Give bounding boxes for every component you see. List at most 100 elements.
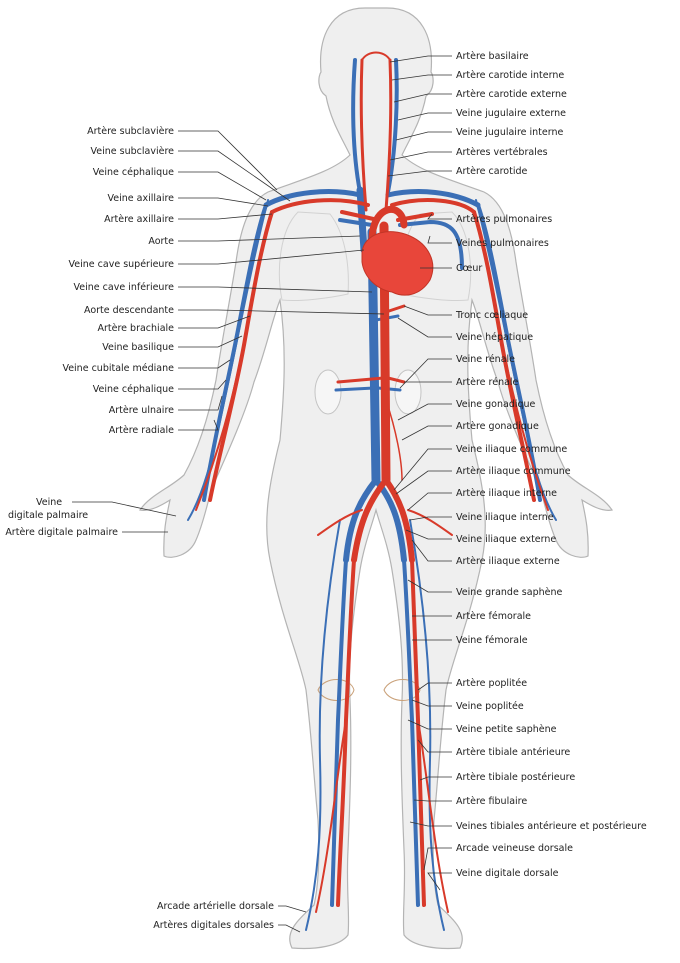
- right-leader-26: [411, 699, 452, 707]
- vena-cava-superior: [356, 186, 368, 254]
- right-label-23: Artère fémorale: [456, 611, 531, 622]
- right-leader-5: [389, 151, 452, 161]
- left-label-13: Artère ulnaire: [109, 405, 174, 416]
- internal-iliac-left: [317, 509, 363, 536]
- right-label-20: Veine iliaque externe: [456, 534, 556, 545]
- carotid-right: [384, 58, 393, 212]
- tibial-artery-left: [315, 719, 347, 913]
- right-leader-14: [397, 403, 452, 421]
- right-leader-3: [397, 112, 452, 121]
- left-leader-9: [178, 315, 251, 329]
- cephalic-vein-left: [187, 199, 269, 521]
- right-leader-16: [393, 448, 452, 491]
- left-label-15: Veine: [36, 497, 62, 508]
- left-label-14: Artère radiale: [109, 425, 174, 436]
- left-label-2: Veine céphalique: [93, 167, 174, 178]
- saphenous-vein-left: [305, 519, 341, 931]
- pulmonary-vein-right: [398, 219, 464, 270]
- right-label-9: Cœur: [456, 263, 482, 274]
- left-leader-6: [178, 249, 365, 265]
- right-label-19: Veine iliaque interne: [456, 512, 554, 523]
- right-label-12: Veine rénale: [456, 354, 515, 365]
- left-label-10: Veine basilique: [102, 342, 174, 353]
- left-label-9: Artère brachiale: [98, 323, 175, 334]
- renal-artery-right: [386, 376, 406, 384]
- right-label-2: Artère carotide externe: [456, 89, 567, 100]
- pulmonary-artery-right: [396, 212, 434, 222]
- right-leader-33: [427, 872, 452, 891]
- cephalic-vein-right: [475, 199, 557, 521]
- left-leader-15: [72, 501, 177, 517]
- left-leader-3: [178, 197, 269, 207]
- left-leader-18: [278, 905, 307, 913]
- saphenous-vein-right: [409, 519, 445, 931]
- left-label-18: Arcade artérielle dorsale: [157, 901, 274, 912]
- right-leader-29: [419, 776, 452, 781]
- knee-right: [383, 679, 421, 701]
- subclavian-vein-left: [263, 189, 363, 208]
- left-leader-11: [178, 359, 231, 369]
- left-label-17: Artère digitale palmaire: [5, 527, 118, 538]
- right-leader-4: [395, 131, 452, 141]
- left-leader-7: [178, 286, 373, 293]
- right-leader-11: [397, 317, 452, 338]
- right-label-16: Veine iliaque commune: [456, 444, 567, 455]
- right-label-11: Veine hépatique: [456, 332, 533, 343]
- femoral-vein-left: [330, 558, 348, 907]
- right-label-5: Artères vertébrales: [456, 147, 548, 158]
- right-label-25: Artère poplitée: [456, 678, 527, 689]
- pulmonary-artery-left: [340, 210, 380, 222]
- left-label-7: Veine cave inférieure: [74, 282, 175, 293]
- left-label-11: Veine cubitale médiane: [62, 363, 174, 374]
- right-label-8: Veines pulmonaires: [456, 238, 549, 249]
- right-label-31: Veines tibiales antérieure et postérieur…: [456, 821, 647, 832]
- right-leader-17: [395, 470, 452, 495]
- knee-left: [317, 679, 355, 701]
- right-leader-31: [409, 821, 452, 827]
- right-label-7: Artères pulmonaires: [456, 214, 552, 225]
- right-label-28: Artère tibiale antérieure: [456, 747, 570, 758]
- right-label-21: Artère iliaque externe: [456, 556, 560, 567]
- right-leader-18: [407, 492, 452, 511]
- iliac-artery-left: [351, 477, 389, 563]
- left-leader-2: [178, 171, 267, 201]
- left-leader-13: [178, 395, 223, 411]
- tibial-artery-right: [417, 719, 449, 913]
- right-label-26: Veine poplitée: [456, 701, 524, 712]
- right-leader-20: [405, 529, 452, 540]
- left-leader-19: [278, 924, 301, 933]
- left-label-16: digitale palmaire: [8, 510, 88, 521]
- veins: [187, 58, 557, 931]
- right-leader-15: [401, 425, 452, 441]
- right-leader-27: [407, 719, 452, 730]
- pulmonary-vein-left: [338, 218, 374, 227]
- right-leader-6: [387, 170, 452, 177]
- left-leader-5: [178, 235, 361, 242]
- right-label-13: Artère rénale: [456, 377, 519, 388]
- right-label-1: Artère carotide interne: [456, 70, 564, 81]
- right-leader-10: [403, 305, 452, 316]
- iliac-artery-right: [383, 477, 415, 563]
- left-label-8: Aorte descendante: [84, 305, 174, 316]
- left-leader-1: [178, 150, 291, 202]
- lung-left-outline: [278, 211, 349, 302]
- right-label-4: Veine jugulaire interne: [456, 127, 563, 138]
- left-label-19: Artères digitales dorsales: [153, 920, 274, 931]
- subclavian-vein-right: [385, 189, 481, 208]
- internal-iliac-right: [407, 509, 453, 536]
- basilar-artery: [361, 51, 391, 61]
- left-label-1: Veine subclavière: [91, 146, 175, 157]
- left-label-4: Artère axillaire: [104, 214, 174, 225]
- radial-artery-right: [501, 344, 549, 511]
- left-label-3: Veine axillaire: [108, 193, 175, 204]
- carotid-left: [359, 58, 368, 212]
- right-label-22: Veine grande saphène: [456, 587, 562, 598]
- right-label-10: Tronc cœliaque: [455, 310, 528, 321]
- left-label-5: Aorte: [148, 236, 174, 247]
- left-label-12: Veine céphalique: [93, 384, 174, 395]
- right-leader-7: [427, 213, 452, 220]
